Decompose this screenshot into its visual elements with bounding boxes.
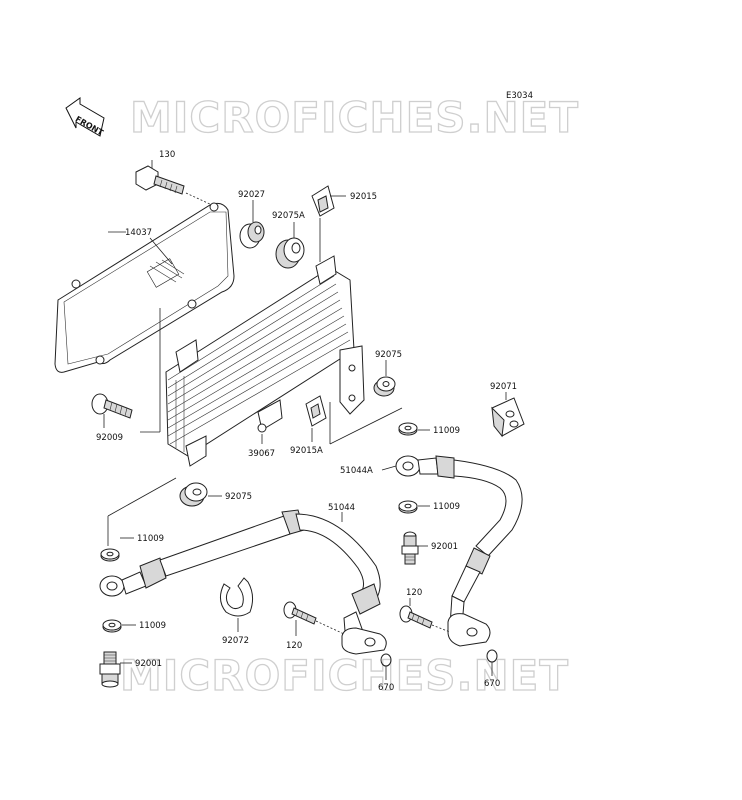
label-92075-lower: 92075 — [225, 492, 252, 502]
label-39067: 39067 — [248, 449, 275, 459]
label-11009-c: 11009 — [433, 502, 460, 512]
washer-11009-b — [100, 548, 120, 562]
washer-11009-d — [102, 619, 122, 633]
bolt-120-right — [399, 605, 433, 629]
banjo-bolt-92001-left — [99, 651, 121, 688]
label-92071: 92071 — [490, 382, 517, 392]
oil-hose-51044 — [99, 509, 387, 655]
washer-11009-c — [398, 500, 418, 514]
cooler-screen-14037 — [54, 202, 235, 373]
oil-cooler-39067 — [165, 255, 365, 467]
watermark-top: MICROFICHES.NET — [130, 93, 579, 142]
label-92075a: 92075A — [272, 211, 305, 221]
label-92001-left: 92001 — [135, 659, 162, 669]
label-670-mid: 670 — [378, 683, 394, 693]
clamp-92072 — [220, 577, 254, 617]
diagram-code: E3034 — [506, 91, 533, 101]
label-11009-b: 11009 — [137, 534, 164, 544]
oil-hose-51044a — [395, 455, 523, 647]
grommet-92027 — [239, 221, 265, 249]
clip-92015a — [305, 395, 327, 427]
label-11009-a: 11009 — [433, 426, 460, 436]
label-51044: 51044 — [328, 503, 355, 513]
label-670-right: 670 — [484, 679, 500, 689]
grommet-92075-upper — [373, 376, 396, 397]
label-120-mid: 120 — [286, 641, 302, 651]
label-130: 130 — [159, 150, 175, 160]
label-92015a: 92015A — [290, 446, 323, 456]
label-92001-right: 92001 — [431, 542, 458, 552]
banjo-bolt-92001-right — [401, 531, 419, 565]
label-92075-upper: 92075 — [375, 350, 402, 360]
label-14037: 14037 — [125, 228, 152, 238]
label-92015: 92015 — [350, 192, 377, 202]
bolt-120-mid — [283, 601, 317, 625]
bolt-130 — [135, 165, 185, 195]
label-11009-d: 11009 — [139, 621, 166, 631]
holder-92071 — [491, 397, 525, 438]
label-51044a: 51044A — [340, 466, 373, 476]
bolt-92009 — [91, 393, 133, 419]
label-120-right: 120 — [406, 588, 422, 598]
clip-92015 — [311, 185, 335, 217]
label-92009: 92009 — [96, 433, 123, 443]
front-arrow-icon: FRONT — [65, 97, 105, 138]
label-92027: 92027 — [238, 190, 265, 200]
label-92072: 92072 — [222, 636, 249, 646]
washer-11009-a — [398, 422, 418, 436]
grommet-92075-lower — [179, 482, 208, 507]
grommet-92075a — [275, 237, 305, 269]
watermark-bottom: MICROFICHES.NET — [120, 651, 569, 700]
